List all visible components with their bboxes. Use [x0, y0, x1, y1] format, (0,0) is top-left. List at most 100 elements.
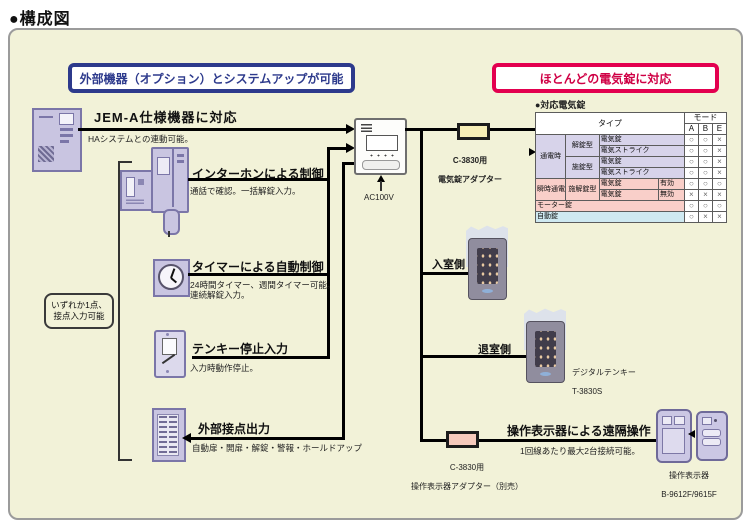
row-motor: モーター錠 — [535, 200, 685, 212]
operation-display-name: 操作表示器 — [669, 470, 709, 480]
intercom-handset — [163, 209, 180, 235]
keypad-keys — [477, 248, 498, 284]
mark: × — [711, 134, 728, 146]
doorstation-button — [138, 179, 144, 185]
timer-clock-icon — [158, 264, 184, 290]
row-group-shunji: 瞬時通電 — [534, 178, 567, 201]
clock-hour-hand — [170, 277, 178, 284]
timer-device — [153, 259, 190, 297]
display-adapter-label: C-3830用 操作表示器アダプター（別売） — [408, 453, 526, 491]
display-adapter — [446, 431, 479, 448]
group-bracket — [118, 161, 120, 461]
contact-output-title: 外部接点出力 — [198, 422, 271, 436]
entry-keypad — [465, 223, 509, 300]
group-bracket-bottom — [118, 459, 132, 461]
doorstation-slit — [126, 177, 135, 197]
jema-arrow — [346, 124, 355, 134]
row-auto: 自動錠 — [535, 211, 685, 223]
mark: × — [697, 211, 713, 223]
contact-bus-vertical — [342, 162, 345, 440]
od2-bar — [702, 429, 721, 437]
mark: × — [711, 145, 728, 157]
jema-device-window — [59, 113, 74, 125]
od2-button — [702, 417, 712, 425]
row-group-tsudenji: 通電時 — [534, 134, 567, 179]
od2-bar — [702, 438, 721, 446]
jema-title: JEM-A仕様機器に対応 — [94, 110, 238, 125]
display-adapter-line1: C-3830用 — [449, 462, 485, 472]
od1-button — [662, 416, 672, 425]
mark: ○ — [683, 211, 699, 223]
operation-display-model: B-9612F/9615F — [661, 489, 717, 499]
note-box: いずれか1点、 接点入力可能 — [44, 293, 114, 329]
mark: ○ — [697, 156, 713, 168]
operation-display-2 — [696, 411, 728, 461]
od1-button — [674, 416, 685, 425]
mark: ○ — [697, 178, 713, 190]
intercom-desc: 通話で確認。一括解錠入力。 — [190, 186, 301, 196]
timer-desc: 24時間タイマー、週間タイマー可能。 連続解錠入力。 — [190, 280, 336, 300]
handset-unit-detail — [177, 154, 184, 157]
row-group-kaijo: 解錠型 — [565, 134, 600, 157]
mark: ○ — [711, 178, 728, 190]
handset-unit-divider — [172, 149, 174, 207]
mark: × — [711, 156, 728, 168]
jema-line — [78, 128, 348, 131]
keypad-body — [468, 238, 507, 300]
diagram-panel: 外部機器（オプション）とシステムアップが可能 ほとんどの電気錠に対応 JEM-A… — [8, 28, 743, 520]
jema-device-slot — [60, 140, 69, 143]
doorstation-speaker — [126, 198, 144, 204]
keypad-body — [526, 321, 565, 383]
mark: ○ — [711, 200, 728, 212]
table-title: ●対応電気錠 — [535, 100, 586, 110]
mark: ○ — [697, 134, 713, 146]
handset-unit-detail — [177, 160, 184, 163]
exit-branch-line — [420, 355, 528, 358]
group-bracket-top — [118, 161, 132, 163]
options-arrow — [346, 143, 355, 153]
row-type: 電気錠 — [598, 189, 659, 201]
digital-tenkey-name: デジタルテンキー — [572, 367, 636, 377]
controller-vent — [361, 124, 372, 132]
mark: ○ — [683, 134, 699, 146]
power-arrow — [377, 175, 385, 182]
terminal-column — [169, 416, 177, 453]
row-subtype: 有効 — [657, 178, 685, 190]
jema-device-slot — [60, 134, 73, 137]
row-type: 電気ストライク — [598, 145, 685, 157]
row-type: 電気ストライク — [598, 167, 685, 179]
row-subtype: 無効 — [657, 189, 685, 201]
remote-title: 操作表示器による遠隔操作 — [507, 424, 651, 438]
power-label: AC100V — [364, 193, 394, 202]
od1-panel — [662, 428, 685, 454]
entry-label: 入室側 — [432, 259, 465, 271]
tenkey-stop-title: テンキー停止入力 — [192, 342, 289, 356]
intercom-line — [188, 178, 330, 181]
contact-output-desc: 自動扉・開扉・解錠・警報・ホールドアップ — [192, 443, 363, 453]
digital-tenkey-label: デジタルテンキー T-3830S — [572, 358, 636, 396]
mark: × — [711, 167, 728, 179]
mode-col-a: A — [683, 123, 699, 135]
contact-output-device — [152, 408, 186, 462]
od-link-arrow — [688, 430, 695, 438]
controller-unit — [354, 118, 407, 175]
jema-device-grille — [38, 146, 54, 162]
terminal-panel — [157, 414, 179, 456]
mark: ○ — [683, 178, 699, 190]
lock-adapter-line1: C-3830用 — [452, 155, 488, 165]
handset-cord — [168, 231, 170, 237]
right-bus-vertical — [420, 128, 423, 442]
power-arrow-line — [380, 181, 382, 191]
lock-adapter-label: C-3830用 電気錠アダプター — [425, 146, 515, 184]
exit-label: 退室側 — [478, 344, 511, 356]
switch-lever — [161, 353, 176, 365]
lock-table-arrow — [529, 148, 536, 156]
compat-table: タイプ モード A B E 通電時 解錠型 電気錠 ○ ○ × 電気ストライク … — [534, 112, 728, 223]
jema-device-slot — [60, 128, 73, 131]
page-title: ●構成図 — [9, 11, 71, 28]
options-bus-top — [327, 147, 349, 150]
contact-bus-stub — [342, 162, 355, 165]
row-type: 電気錠 — [598, 156, 685, 168]
display-adapter-line2: 操作表示器アダプター（別売） — [411, 481, 523, 491]
